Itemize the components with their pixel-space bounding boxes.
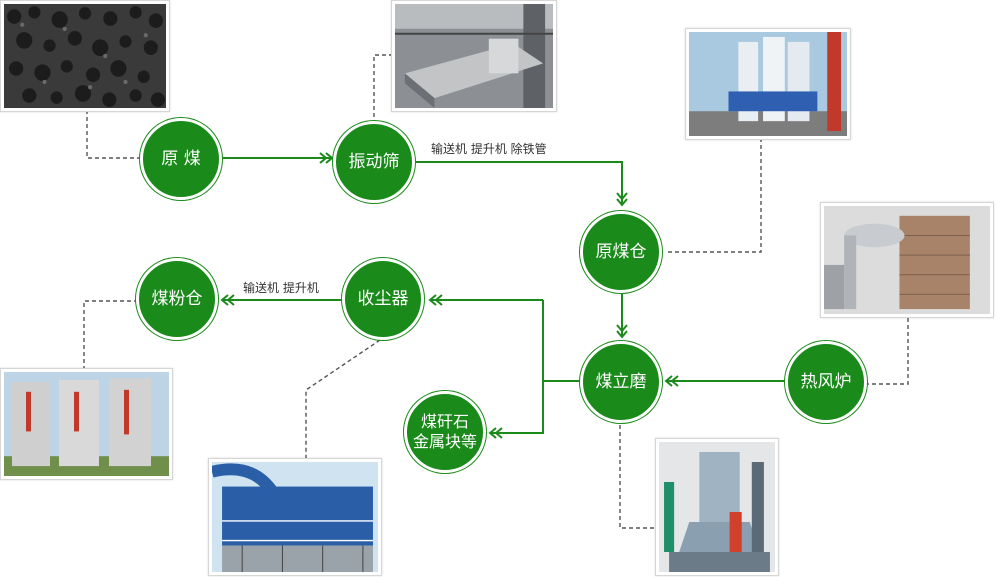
connector-raw-coal — [86, 110, 140, 159]
storage-silos-photo — [685, 28, 851, 140]
label-screen-to-bin: 输送机 提升机 除铁管 — [431, 142, 547, 156]
raw-coal-photo — [0, 0, 170, 112]
node-raw-coal: 原 煤 — [140, 118, 222, 200]
flow-mill-branch — [542, 300, 580, 382]
powder-silos-photo — [0, 368, 173, 480]
hot-air-furnace-photo — [820, 202, 994, 318]
flow-screen-to-bin — [416, 161, 628, 207]
connector-coal-powder-bin — [83, 300, 138, 368]
node-vibrating-screen: 振动筛 — [333, 121, 415, 203]
connector-hot-air-furnace — [867, 318, 909, 385]
dust-collector-photo — [208, 458, 382, 576]
node-hot-air-furnace: 热风炉 — [785, 341, 867, 423]
node-coal-mill: 煤立磨 — [580, 341, 662, 423]
node-coal-powder-bin: 煤粉仓 — [136, 258, 218, 340]
node-gangue-metal: 煤矸石 金属块等 — [404, 391, 486, 473]
connector-vibrating-screen — [373, 54, 393, 125]
node-raw-coal-bin: 原煤仓 — [580, 211, 662, 293]
connector-dust-collector — [305, 339, 381, 460]
vertical-mill-photo — [655, 438, 779, 576]
connector-coal-mill — [619, 425, 655, 529]
vibrating-screen-photo — [391, 0, 557, 112]
node-dust-collector: 收尘器 — [342, 258, 424, 340]
label-collector-to-powder: 输送机 提升机 — [243, 281, 319, 295]
connector-raw-coal-bin — [666, 138, 762, 253]
flow-to-gangue — [488, 381, 544, 439]
